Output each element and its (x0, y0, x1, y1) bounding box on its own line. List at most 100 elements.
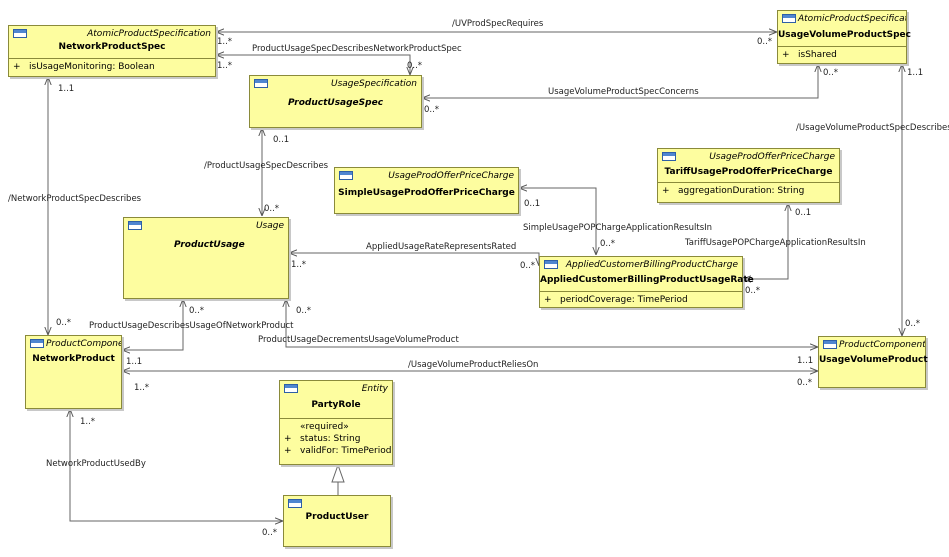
mult-15: 0..1 (795, 208, 811, 218)
class-network-product[interactable]: ProductComponent NetworkProduct (25, 335, 122, 409)
network-product-used-by-line (70, 409, 283, 521)
class-applied-customer-billing-product-usage-rate[interactable]: AppliedCustomerBillingProductCharge Appl… (539, 256, 754, 308)
class-party-role[interactable]: Entity PartyRole «required» +status: Str… (279, 380, 393, 465)
mult-1: 1..* (217, 37, 232, 47)
mult-17: 1..* (291, 260, 306, 270)
class-tariff-usage-prod-offer-price-charge[interactable]: UsageProdOfferPriceCharge TariffUsagePro… (657, 148, 840, 203)
mult-25: 1..* (80, 417, 95, 427)
mult-14: 0..* (600, 239, 615, 249)
applied-rate-line (289, 253, 539, 266)
mult-13: 0..1 (524, 199, 540, 209)
class-usage-volume-product[interactable]: ProductComponent UsageVolumeProduct (818, 336, 928, 388)
decrements-usage-volume-label: ProductUsageDecrementsUsageVolumeProduct (258, 335, 459, 345)
mult-12: 0..* (264, 204, 279, 214)
mult-11: 0..1 (273, 135, 289, 145)
mult-18: 0..* (520, 261, 535, 271)
attribute-row: +periodCoverage: TimePeriod (540, 291, 742, 308)
pus-describes-nps-line (216, 55, 410, 75)
class-icon (339, 171, 353, 180)
mult-2: 0..* (757, 37, 772, 47)
class-name: PartyRole (311, 400, 361, 410)
class-icon (544, 260, 558, 269)
attribute-compartment: «required» +status: String +validFor: Ti… (280, 418, 392, 459)
stereotype-label: AtomicProductSpecification (87, 29, 211, 39)
class-name: TariffUsageProdOfferPriceCharge (664, 167, 833, 177)
class-name: ProductUser (305, 512, 369, 522)
mult-16: 0..* (745, 286, 760, 296)
mult-23: 1..* (134, 383, 149, 393)
class-simple-usage-prod-offer-price-charge[interactable]: UsageProdOfferPriceCharge SimpleUsagePro… (334, 167, 519, 214)
class-name: NetworkProductSpec (58, 42, 166, 52)
mult-7: 1..1 (907, 68, 923, 78)
pus-describes-nps-label: ProductUsageSpecDescribesNetworkProductS… (252, 44, 462, 54)
network-product-used-by-label: NetworkProductUsedBy (46, 459, 146, 469)
class-name: ProductUsageSpec (287, 98, 384, 108)
mult-19: 0..* (189, 306, 204, 316)
class-name: SimpleUsageProdOfferPriceCharge (338, 188, 515, 198)
class-icon (284, 384, 298, 393)
mult-9: 1..1 (58, 84, 74, 94)
class-icon (782, 14, 796, 23)
mult-3: 1..* (217, 61, 232, 71)
uvp-relies-on-label: /UsageVolumeProductReliesOn (408, 360, 538, 370)
class-icon (128, 221, 142, 230)
stereotype-label: ProductComponent (46, 339, 121, 349)
tariff-pop-results-label: TariffUsagePOPChargeApplicationResultsIn (684, 238, 866, 248)
usage-of-network-product-label: ProductUsageDescribesUsageOfNetworkProdu… (89, 321, 294, 331)
attribute-row: +isUsageMonitoring: Boolean (9, 58, 215, 75)
stereotype-label: UsageProdOfferPriceCharge (709, 152, 835, 162)
stereotype-label: ProductComponent (839, 340, 925, 350)
uvps-concerns-label: UsageVolumeProductSpecConcerns (548, 87, 699, 97)
stereotype-label: Entity (361, 384, 388, 394)
class-name: AppliedCustomerBillingProductUsageRate (540, 275, 754, 285)
uvps-concerns-line (422, 64, 818, 98)
applied-rate-label: AppliedUsageRateRepresentsRated (366, 242, 516, 252)
mult-10: 0..* (56, 318, 71, 328)
class-name: UsageVolumeProductSpec (778, 30, 911, 40)
stereotype-label: AppliedCustomerBillingProductCharge (565, 260, 738, 270)
simple-pop-results-label: SimpleUsagePOPChargeApplicationResultsIn (523, 223, 712, 233)
class-usage-volume-product-spec[interactable]: AtomicProductSpecification UsageVolumePr… (777, 10, 911, 64)
generalization-arrowhead (331, 463, 345, 483)
mult-4: 0..* (407, 61, 422, 71)
tariff-pop-results-line (743, 203, 788, 279)
mult-20: 0..* (296, 306, 311, 316)
usage-of-network-product-line (122, 299, 183, 350)
mult-21: 1..1 (126, 357, 142, 367)
mult-26: 0..* (262, 528, 277, 538)
stereotype-label: UsageSpecification (331, 79, 417, 89)
class-network-product-spec[interactable]: AtomicProductSpecification NetworkProduc… (8, 25, 216, 77)
class-icon (288, 499, 302, 508)
class-icon (13, 29, 27, 38)
mult-24: 0..* (797, 378, 812, 388)
class-icon (823, 340, 837, 349)
class-name: ProductUsage (174, 240, 245, 250)
class-product-usage[interactable]: Usage ProductUsage (123, 217, 289, 299)
uv-prod-spec-requires-label: /UVProdSpecRequires (452, 19, 544, 29)
attribute-row: +validFor: TimePeriod (284, 446, 392, 456)
class-icon (254, 79, 268, 88)
attribute-row: +status: String (284, 434, 361, 444)
uvps-describes-label: /UsageVolumeProductSpecDescribes (796, 123, 949, 133)
pus-describes-label: /ProductUsageSpecDescribes (204, 161, 329, 171)
stereotype-label: AtomicProductSpecification (798, 14, 906, 24)
simple-pop-results-line (519, 188, 596, 255)
mult-8: 0..* (905, 319, 920, 329)
required-label: «required» (300, 422, 349, 432)
class-icon (30, 339, 44, 348)
mult-6: 0..* (823, 68, 838, 78)
mult-5: 0..* (424, 105, 439, 115)
class-name: UsageVolumeProduct (819, 355, 928, 365)
stereotype-label: Usage (255, 221, 284, 231)
class-product-usage-spec[interactable]: UsageSpecification ProductUsageSpec (249, 75, 422, 128)
nps-describes-label: /NetworkProductSpecDescribes (8, 194, 142, 204)
attribute-row: +aggregationDuration: String (658, 182, 839, 199)
decrements-usage-volume-line (286, 299, 818, 347)
stereotype-label: UsageProdOfferPriceCharge (388, 171, 514, 181)
mult-22: 1..1 (797, 356, 813, 366)
class-icon (662, 152, 676, 161)
attribute-row: +isShared (778, 46, 906, 63)
class-name: NetworkProduct (32, 354, 115, 364)
class-product-user[interactable]: ProductUser (283, 495, 391, 547)
